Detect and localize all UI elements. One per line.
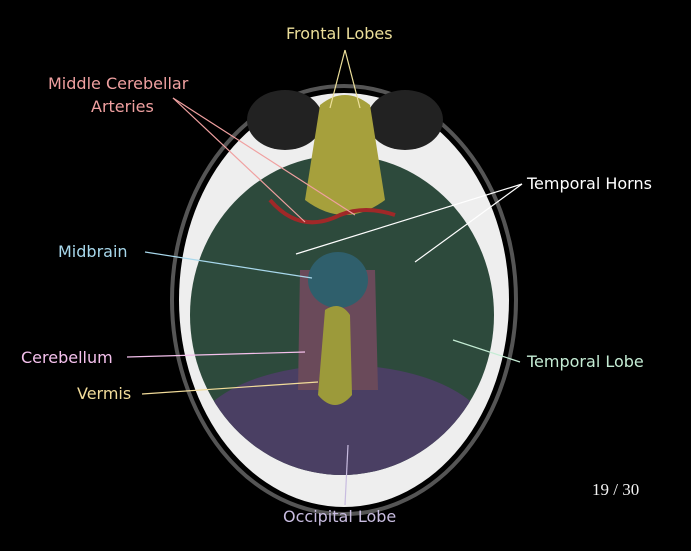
- label-cerebellum: Cerebellum: [21, 348, 113, 367]
- skull-soft-tissue: [170, 84, 518, 516]
- midbrain-region: [308, 252, 368, 308]
- leader-line-frontal-lobes-right: [344, 49, 361, 109]
- label-frontal-lobes: Frontal Lobes: [286, 24, 393, 43]
- leader-line-arteries-left: [172, 97, 306, 223]
- leader-line-vermis: [141, 381, 319, 395]
- vermis-region: [318, 306, 352, 405]
- leader-line-temporal-horns-left: [295, 183, 523, 255]
- label-middle-cerebellar-arteries-line2: Arteries: [91, 97, 154, 116]
- leader-lines: [126, 49, 523, 506]
- label-vermis: Vermis: [77, 384, 132, 403]
- label-midbrain: Midbrain: [58, 242, 128, 261]
- leader-line-frontal-lobes-left: [329, 49, 346, 109]
- label-occipital-lobe: Occipital Lobe: [283, 507, 397, 526]
- leader-line-occipital-lobe: [344, 444, 349, 506]
- leader-line-arteries-right: [172, 97, 356, 216]
- slide-counter: 19 / 30: [592, 480, 640, 499]
- leader-line-temporal-horns-right: [414, 183, 523, 263]
- frontal-lobes-region: [305, 95, 385, 215]
- middle-cerebellar-arteries-region: [268, 198, 396, 225]
- leader-line-temporal-lobe: [452, 339, 521, 363]
- left-orbit: [247, 90, 323, 150]
- label-temporal-horns: Temporal Horns: [527, 174, 652, 193]
- leader-line-midbrain: [144, 251, 313, 279]
- label-middle-cerebellar-arteries-line1: Middle Cerebellar: [48, 74, 189, 93]
- occipital-lobe-region: [192, 365, 492, 475]
- leader-line-cerebellum: [126, 351, 306, 358]
- label-temporal-lobe: Temporal Lobe: [527, 352, 644, 371]
- right-orbit: [367, 90, 443, 150]
